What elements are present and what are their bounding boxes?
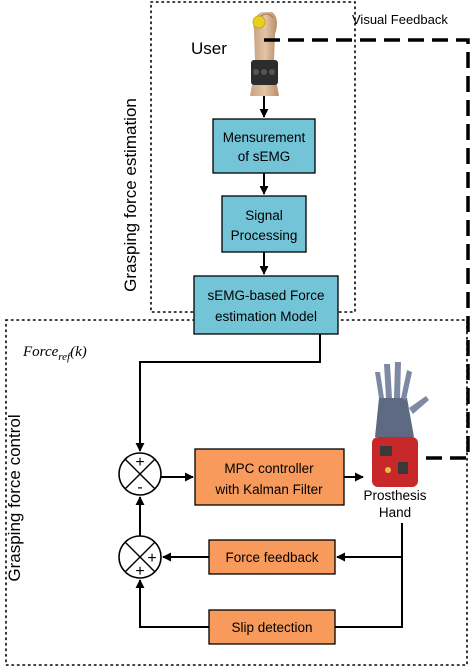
bottom-junction-plus-bottom: + (135, 563, 144, 580)
visual-feedback-label: Visual Feedback (352, 12, 448, 27)
force-model-block (193, 275, 339, 335)
top-summing-junction (118, 452, 162, 496)
top-junction-plus: + (135, 454, 144, 471)
bottom-junction-plus-right: + (147, 550, 156, 567)
arrow-slip-detection-to-junction (135, 579, 209, 628)
user-label: User (191, 39, 227, 58)
signal-processing-block-line2: Processing (231, 228, 298, 243)
visual-feedback-path (264, 38, 470, 460)
mpc-block (194, 448, 345, 506)
measurement-block-line1: Mensurement (223, 130, 306, 145)
prosthesis-label-line2: Hand (379, 505, 411, 520)
slip-detection-block (208, 609, 336, 645)
arrow-model-to-top-junction (135, 334, 321, 452)
force-feedback-block (208, 539, 336, 575)
force-model-block-line2: estimation Model (215, 309, 317, 324)
prosthesis-label-line1: Prosthesis (363, 488, 426, 503)
signal-processing-block (221, 195, 307, 253)
feedback-bus-from-hand (335, 523, 403, 628)
top-junction-minus: - (137, 479, 142, 496)
force-model-block-line1: sEMG-based Force (207, 288, 324, 303)
control-section-title: Grasping force control (5, 414, 24, 581)
measurement-block-line2: of sEMG (238, 149, 291, 164)
mpc-block-line1: MPC controller (224, 461, 314, 476)
estimation-section-title: Grasping force estimation (121, 98, 140, 292)
user-arm-image (250, 12, 279, 96)
measurement-block (212, 118, 316, 174)
slip-detection-block-text: Slip detection (231, 620, 312, 635)
force-feedback-block-text: Force feedback (225, 550, 318, 565)
prosthesis-hand-image (372, 362, 429, 487)
mpc-block-line2: with Kalman Filter (214, 482, 323, 497)
signal-processing-block-line1: Signal (245, 208, 283, 223)
force-ref-label: Forceref(k) (22, 344, 87, 363)
